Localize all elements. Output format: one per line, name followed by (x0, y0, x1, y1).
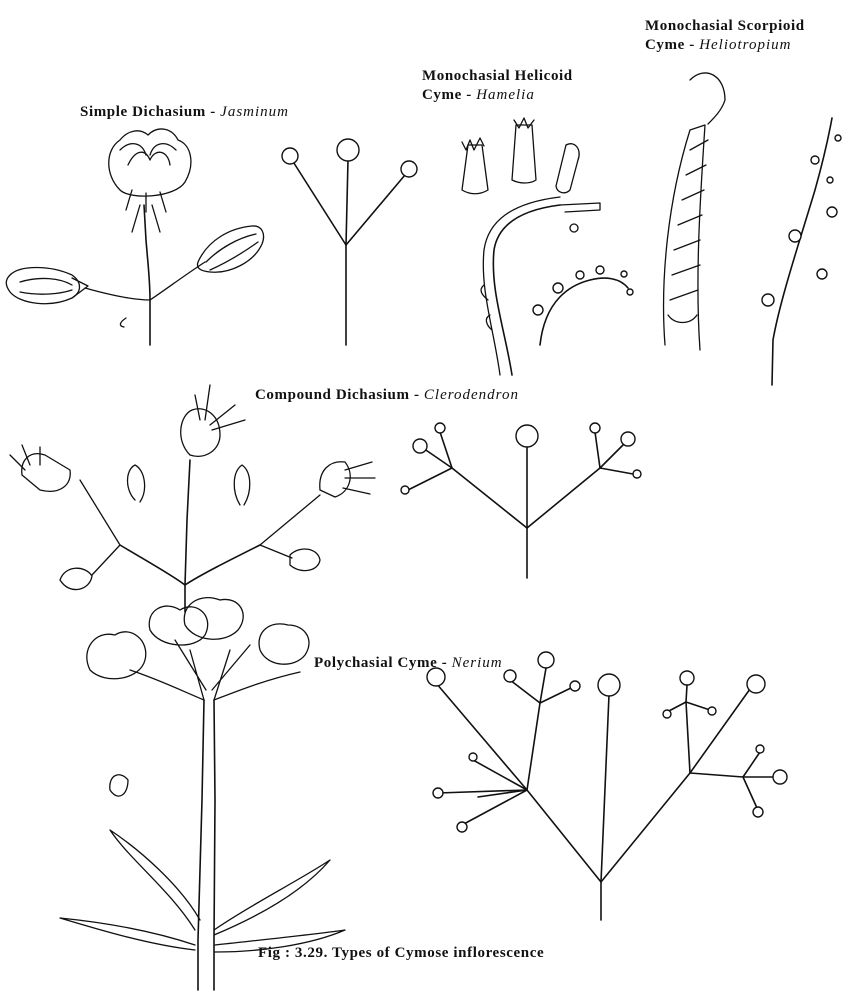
helicoid-flower (533, 305, 543, 315)
secondary-flower (435, 423, 445, 433)
hamelia-sketch (462, 118, 600, 375)
branch-flower (708, 707, 716, 715)
branch-flower (457, 822, 467, 832)
polychasial-diagram (427, 652, 787, 920)
secondary-flower (621, 432, 635, 446)
helicoid-flower (576, 271, 584, 279)
secondary-flower (590, 423, 600, 433)
secondary-flower (633, 470, 641, 478)
scorpioid-flower (789, 230, 801, 242)
nerium-sketch (60, 598, 345, 990)
simple-dichasium-diagram (282, 139, 417, 345)
terminal-flower (516, 425, 538, 447)
scorpioid-flower (762, 294, 774, 306)
branch-flower (747, 675, 765, 693)
scorpioid-diagram (762, 118, 841, 385)
branch-flower (504, 670, 516, 682)
branch-flower (773, 770, 787, 784)
branch-flower (469, 753, 477, 761)
secondary-flower (413, 439, 427, 453)
scorpioid-flower (827, 177, 833, 183)
branch-flower (680, 671, 694, 685)
helicoid-flower (621, 271, 627, 277)
heliotropium-sketch (664, 73, 725, 350)
scorpioid-flower (817, 269, 827, 279)
helicoid-diagram (533, 266, 633, 345)
terminal-flower (337, 139, 359, 161)
secondary-flower (401, 486, 409, 494)
scorpioid-flower (827, 207, 837, 217)
branch-flower (753, 807, 763, 817)
lateral-flower-left (282, 148, 298, 164)
branch-flower (433, 788, 443, 798)
branch-flower (663, 710, 671, 718)
helicoid-flower (627, 289, 633, 295)
helicoid-flower (596, 266, 604, 274)
branch-flower (756, 745, 764, 753)
terminal-flower (598, 674, 620, 696)
jasminum-sketch (6, 129, 263, 345)
helicoid-flower (553, 283, 563, 293)
branch-flower (538, 652, 554, 668)
compound-dichasium-diagram (401, 423, 641, 578)
lateral-flower-right (401, 161, 417, 177)
branch-flower (570, 681, 580, 691)
scorpioid-flower (835, 135, 841, 141)
scorpioid-flower (811, 156, 819, 164)
clerodendron-sketch (10, 385, 375, 612)
branch-flower (427, 668, 445, 686)
